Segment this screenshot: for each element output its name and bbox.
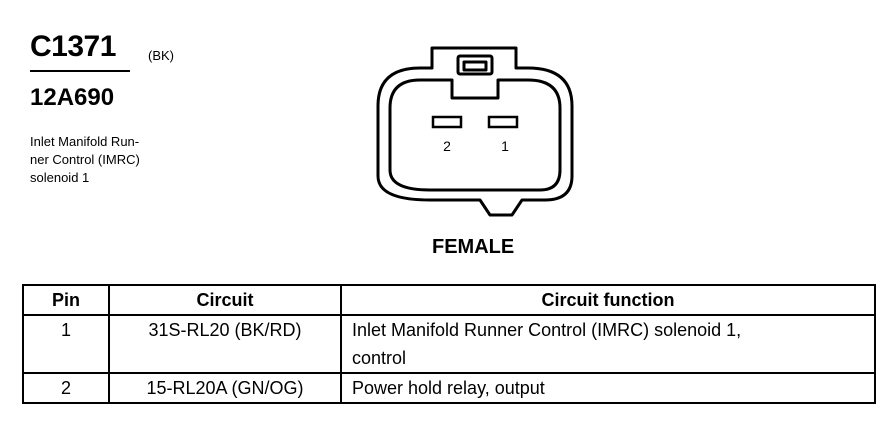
connector-id: C1371 (30, 30, 116, 63)
cavity-2 (431, 115, 463, 129)
header-pin: Pin (22, 284, 110, 316)
lock-tab (456, 54, 494, 76)
header-circuit: Circuit (108, 284, 342, 316)
table-header-row: Pin Circuit Circuit function (22, 284, 876, 316)
pinout-table: Pin Circuit Circuit function 1 31S-RL20 … (22, 284, 876, 404)
pin-cell: 1 (22, 314, 110, 374)
table-row: 1 31S-RL20 (BK/RD) Inlet Manifold Runner… (22, 314, 876, 374)
header-function: Circuit function (340, 284, 876, 316)
description-line: solenoid 1 (30, 170, 90, 185)
description-line: ner Control (IMRC) (30, 152, 140, 167)
description-line: Inlet Manifold Run- (30, 134, 140, 149)
circuit-cell: 31S-RL20 (BK/RD) (108, 314, 342, 374)
connector-inner-outline (388, 78, 562, 192)
cavity-1-label: 1 (501, 138, 509, 154)
function-cell: Inlet Manifold Runner Control (IMRC) sol… (340, 314, 876, 374)
part-number: 12A690 (30, 84, 115, 111)
pin-cell: 2 (22, 372, 110, 404)
cavity-2-label: 2 (443, 138, 451, 154)
connector-id-underline (30, 70, 130, 72)
view-label: FEMALE (432, 236, 515, 258)
connector-color: (BK) (148, 48, 174, 63)
function-line: Power hold relay, output (352, 378, 545, 398)
component-description: Inlet Manifold Run- ner Control (IMRC) s… (30, 133, 190, 187)
table-row: 2 15-RL20A (GN/OG) Power hold relay, out… (22, 372, 876, 404)
lock-tab-inner (462, 60, 488, 72)
function-line: Inlet Manifold Runner Control (IMRC) sol… (352, 320, 742, 340)
function-cell: Power hold relay, output (340, 372, 876, 404)
function-line: control (352, 348, 407, 368)
circuit-cell: 15-RL20A (GN/OG) (108, 372, 342, 404)
connector-housing-outline (376, 46, 574, 217)
cavity-1 (487, 115, 519, 129)
